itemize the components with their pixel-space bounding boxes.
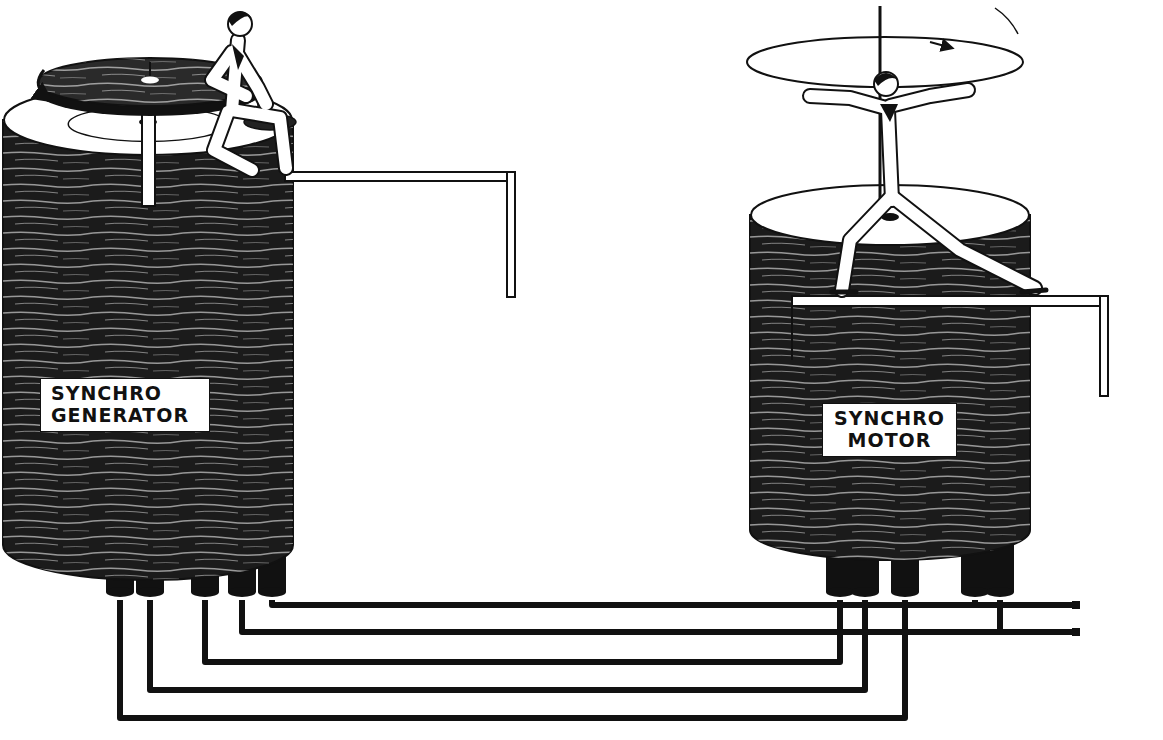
- synchro-cylinder: [3, 85, 293, 600]
- wire: [242, 600, 1000, 632]
- synchro-unit: SYNCHRO GENERATOR: [3, 85, 293, 600]
- terminal: [191, 587, 219, 597]
- cylinder-shading: [3, 120, 293, 580]
- generator-shelf: [285, 172, 515, 297]
- top-ring: [68, 107, 228, 142]
- cylinder-shading: [750, 215, 1030, 560]
- supply-leads: [975, 601, 1080, 636]
- terminal: [826, 587, 854, 597]
- terminal: [891, 587, 919, 597]
- wire: [272, 600, 975, 605]
- wire: [150, 600, 865, 690]
- cylinder-body: [750, 215, 1030, 560]
- shaft-hole: [881, 213, 899, 221]
- unit-label: SYNCHRO MOTOR: [822, 403, 957, 457]
- shaft-hole: [139, 118, 157, 126]
- cylinder-top: [751, 185, 1029, 245]
- synchro-unit: SYNCHRO MOTOR: [750, 185, 1030, 600]
- terminal: [228, 587, 256, 597]
- terminal: [851, 587, 879, 597]
- terminal: [106, 587, 134, 597]
- terminal: [136, 587, 164, 597]
- wire: [205, 600, 840, 662]
- wire: [120, 600, 905, 718]
- cylinder-top: [4, 85, 292, 155]
- terminal: [961, 587, 989, 597]
- cylinder-body: [3, 120, 293, 580]
- terminal: [258, 587, 286, 597]
- unit-label: SYNCHRO GENERATOR: [40, 378, 210, 432]
- motor-ring: [747, 6, 1023, 215]
- synchro-cylinder: [750, 185, 1030, 600]
- terminal: [986, 587, 1014, 597]
